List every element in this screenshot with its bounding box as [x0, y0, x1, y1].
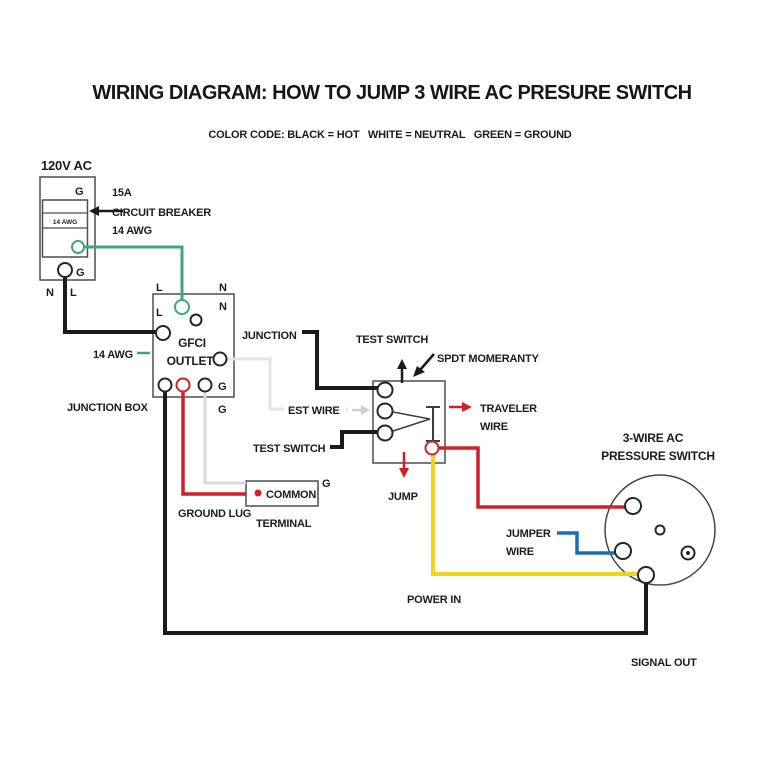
breaker-ground-top-label: G [75, 186, 83, 198]
signal-out-label: SIGNAL OUT [631, 657, 697, 669]
ground-lug-label: GROUND LUG [178, 508, 251, 520]
switch-terminal-top [376, 381, 394, 399]
gfci-neutral-outside-label: N [219, 282, 227, 294]
spdt-callout-arrow-line [419, 353, 435, 371]
pressure-switch-name-line1: 3-WIRE AC [623, 431, 684, 445]
test-switch-bottom-label: TEST SWITCH [253, 443, 326, 455]
breaker-callout-line2: CIRCUIT BREAKER [112, 207, 211, 219]
pressure-terminal-bottom [637, 566, 655, 584]
breaker-callout-arrowhead-icon [89, 206, 99, 216]
gfci-neutral-inside-label: N [219, 301, 227, 313]
gfci-ground-outside-label: G [218, 404, 226, 416]
power-in-wire [431, 453, 638, 576]
traveler-wire-label-line1: TRAVELER [480, 403, 537, 415]
pressure-switch-name-line2: PRESSURE SWITCH [601, 449, 715, 463]
junction-box-label: JUNCTION BOX [67, 402, 149, 414]
jumper-wire-label-line1: JUMPER [506, 528, 551, 540]
pressure-terminal-top-left [624, 497, 642, 515]
traveler-arrowhead-icon [462, 402, 472, 412]
breaker-ground-terminal [71, 240, 85, 254]
breaker-neutral-label: N [46, 287, 54, 299]
pressure-terminal-right-dot [686, 551, 690, 555]
common-label: COMMON [266, 489, 316, 501]
supply-label: 120V AC [41, 158, 93, 173]
breaker-line-terminal [57, 262, 73, 278]
gfci-bottom-terminal-ground [197, 377, 213, 393]
breaker-callout-line3: 14 AWG [112, 225, 152, 237]
breaker-line-label: L [70, 287, 77, 299]
gfci-load-terminal [212, 351, 228, 367]
junction-label: JUNCTION [242, 330, 297, 342]
jumper-wire-label-line2: WIRE [506, 546, 534, 558]
red-wire-gfci-to-common [181, 391, 246, 496]
traveler-wire-label-line2: WIRE [480, 421, 508, 433]
wire-gauge-label: 14 AWG [93, 349, 133, 361]
breaker-module-text: 14 AWG [53, 219, 77, 226]
traveler-wire [437, 446, 625, 509]
test-switch-up-arrowhead-icon [397, 359, 407, 369]
breaker-ground-bottom-label: G [76, 267, 84, 279]
power-in-label: POWER IN [407, 594, 461, 606]
ground-wire-gfci-to-lug [203, 391, 246, 485]
pressure-terminal-center [654, 524, 666, 536]
gfci-name-line2: OUTLET [167, 354, 215, 368]
gfci-bottom-terminal-red [175, 377, 191, 393]
switch-terminal-middle [376, 402, 394, 420]
gfci-name-line1: GFCI [178, 336, 206, 350]
switch-terminal-bottom [376, 424, 394, 442]
switch-pole-line-2 [392, 418, 431, 432]
common-terminal-dot-icon [254, 489, 262, 497]
common-ground-label: G [322, 478, 330, 490]
test-wire-label-bg [284, 401, 346, 417]
spdt-callout-arrowhead-icon [413, 366, 425, 377]
gfci-line-inside-label: L [156, 307, 163, 319]
gfci-ground-inside-label: G [218, 381, 226, 393]
switch-common-terminal [424, 440, 440, 456]
gfci-ground-terminal [174, 299, 190, 315]
gfci-neutral-terminal [189, 313, 203, 327]
test-switch-top-label: TEST SWITCH [356, 334, 429, 346]
signal-out-wire [163, 391, 648, 635]
switch-pole-line-1 [392, 411, 431, 420]
pressure-terminal-mid-left [614, 542, 632, 560]
jump-label: JUMP [388, 491, 418, 503]
color-code-legend: COLOR CODE: BLACK = HOT WHITE = NEUTRAL … [208, 129, 572, 141]
jumper-wire [557, 531, 615, 555]
hot-wire-breaker-to-gfci [63, 277, 157, 334]
terminal-label: TERMINAL [256, 518, 312, 530]
test-switch-wire [330, 430, 378, 449]
breaker-callout-line1: 15A [112, 187, 132, 199]
ground-wire-breaker-to-gfci [78, 245, 184, 307]
junction-wire [302, 330, 378, 390]
gfci-line-terminal [155, 325, 171, 341]
test-wire-arrowhead-icon [361, 405, 370, 415]
gfci-line-outside-label: L [156, 282, 163, 294]
jump-arrowhead-icon [399, 468, 409, 478]
diagram-title: WIRING DIAGRAM: HOW TO JUMP 3 WIRE AC PR… [92, 82, 692, 104]
gfci-bottom-terminal-hot [157, 377, 173, 393]
test-wire-label: EST WIRE [288, 405, 340, 417]
spdt-type-label: SPDT MOMERANTY [437, 353, 540, 365]
